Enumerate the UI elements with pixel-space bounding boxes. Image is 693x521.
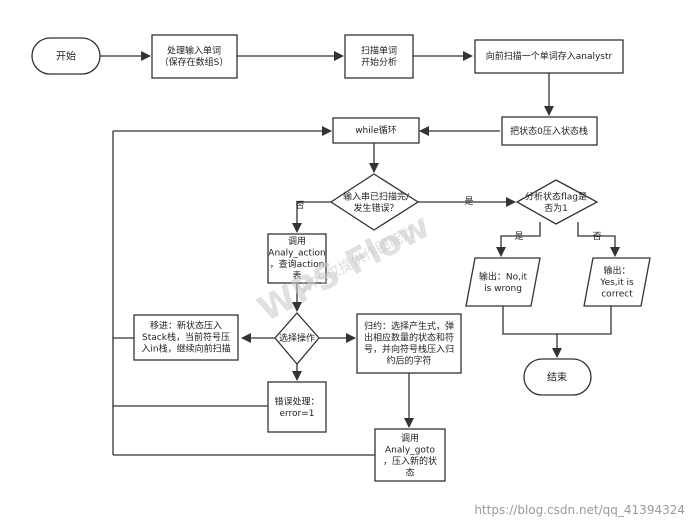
scan-word-label: 扫描单词 [361, 44, 397, 56]
edge-no-to-end [502, 306, 562, 358]
reduce-label: 归约：选择产生式，弹 [364, 320, 454, 332]
error-label: error=1 [279, 409, 314, 419]
edge-labels: 否 是 是 否 [295, 196, 601, 242]
shift-box [133, 314, 239, 361]
while-loop-label: while循环 [355, 124, 397, 136]
process-input-label: （保存在数组S） [160, 56, 229, 68]
choose-op-label: 选择操作 [279, 332, 315, 344]
check-flag-label: 分析状态flag是 [525, 190, 587, 202]
shift-label: 入in栈，继续向前扫描 [141, 343, 230, 355]
edges [100, 51, 620, 456]
reduce-label: 出相应数量的状态和符 [364, 331, 454, 343]
check-flag-diamond [515, 179, 599, 225]
output-no-label: 输出：No,it [479, 270, 528, 282]
reduce-label: 约后的字符 [386, 354, 431, 366]
source-url: https://blog.csdn.net/qq_41394324 [474, 503, 685, 517]
call-action-label: Analy_action [268, 248, 325, 258]
edge-label-yes-right: 是 [464, 196, 473, 207]
push-state0-label: 把状态0压入状态栈 [510, 125, 588, 137]
reduce-box [356, 313, 462, 374]
check-done-label: 发生错误？ [353, 202, 398, 214]
while-loop-box [332, 117, 420, 144]
shift-label: Stack栈，当前符号压 [142, 331, 230, 343]
output-no-parallelogram [465, 257, 541, 307]
output-yes-label: correct [601, 290, 633, 300]
output-yes-parallelogram [583, 257, 651, 307]
edge-label-no-left: 否 [295, 200, 304, 211]
call-goto-label: Analy_goto [385, 445, 435, 455]
edge-flag-no-to-yes [577, 222, 620, 257]
scan-forward-label: 向前扫描一个单词存入analystr [486, 50, 613, 62]
edge-flag-yes-to-no [496, 222, 541, 257]
call-goto-label: 态 [405, 466, 414, 478]
edge-check-no-to-action [292, 201, 331, 233]
output-yes-label: 输出： [603, 265, 630, 277]
call-action-label: 表 [292, 269, 301, 281]
call-action-box [267, 233, 327, 284]
edge-yes-to-end [557, 306, 612, 335]
error-label: 错误处理： [274, 395, 319, 407]
check-done-diamond [329, 173, 420, 231]
check-flag-label: 否为1 [544, 202, 568, 214]
push-state0-box [501, 116, 598, 146]
call-goto-label: ，压入新的状 [383, 455, 437, 467]
check-done-label: 输入串已扫描完/ [343, 190, 410, 202]
output-no-label: is wrong [484, 284, 522, 294]
start-terminal [31, 37, 101, 75]
start-label: 开始 [56, 50, 76, 63]
reduce-label: 号，并向符号栈压入归 [364, 343, 454, 355]
output-yes-label: Yes,it is [599, 278, 634, 288]
error-box [267, 381, 327, 433]
edge-label-yes-flag: 是 [514, 231, 523, 242]
call-action-label: 调用 [288, 236, 306, 247]
end-label: 结束 [547, 371, 567, 384]
scan-word-box [344, 34, 414, 79]
call-action-label: ，查询action [270, 258, 325, 270]
scan-forward-box [474, 39, 624, 74]
choose-op-diamond [274, 312, 320, 366]
end-terminal [523, 358, 592, 396]
scan-word-label: 开始分析 [361, 56, 397, 68]
process-input-label: 处理输入单词 [167, 44, 221, 56]
process-input-box [151, 34, 238, 79]
shift-label: 移进：新状态压入 [150, 320, 222, 332]
call-goto-label: 调用 [401, 433, 419, 444]
edge-label-no-flag: 否 [592, 231, 601, 242]
nodes [31, 34, 651, 482]
call-goto-box [374, 428, 446, 482]
